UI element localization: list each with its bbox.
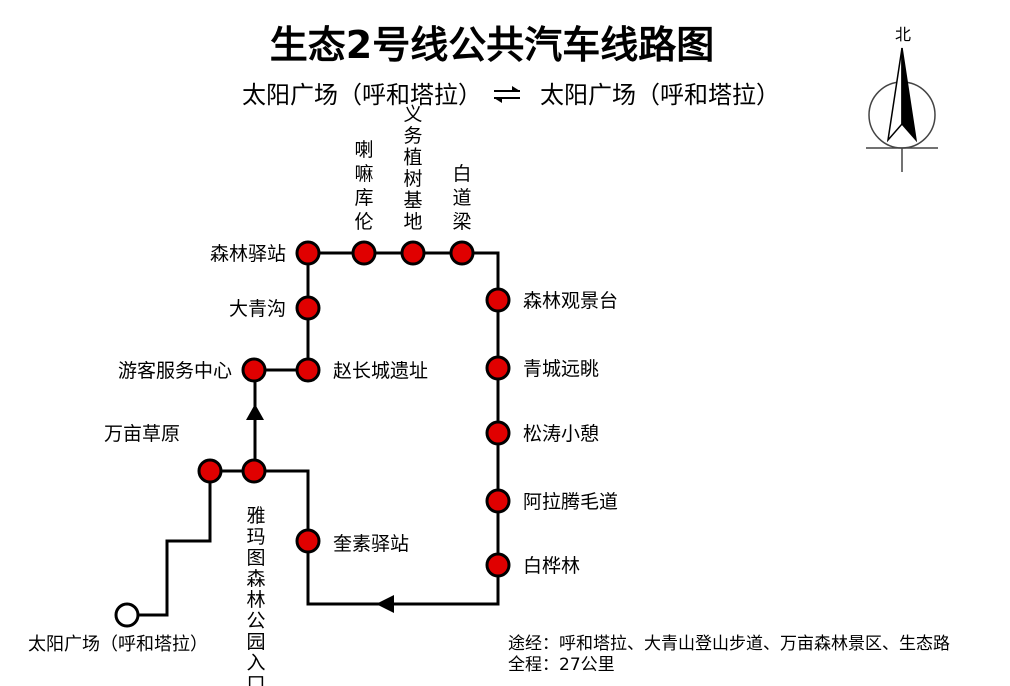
station-marker-da-qing-gou[interactable] (295, 295, 321, 321)
station-label-bai-dao-liang: 白道梁 (452, 163, 471, 233)
station-label-senlin-yizhan: 森林驿站 (210, 243, 286, 265)
station-marker-yamatu-park-entrance[interactable] (241, 458, 267, 484)
station-label-qingcheng-yuantiao: 青城远眺 (523, 358, 599, 380)
route-distance-text: 全程：27公里 (508, 655, 615, 675)
station-marker-senlin-guanjingtai[interactable] (485, 287, 511, 313)
station-label-wanmu-caoyuan: 万亩草原 (104, 423, 180, 445)
station-label-bai-hua-lin: 白桦林 (523, 555, 580, 577)
station-label-zhao-changcheng: 赵长城遗址 (333, 360, 428, 382)
subtitle-destination: 太阳广场（呼和塔拉） (540, 81, 780, 109)
station-marker-alateng-maodao[interactable] (485, 488, 511, 514)
compass-north-label: 北 (895, 25, 911, 44)
direction-arrow-left-icon (376, 595, 394, 613)
station-marker-senlin-yizhan[interactable] (295, 240, 321, 266)
direction-arrows (246, 404, 394, 613)
direction-arrow-up-icon (246, 404, 264, 420)
station-marker-lama-kulun[interactable] (351, 240, 377, 266)
station-label-lama-kulun: 喇嘛库伦 (354, 139, 373, 233)
north-arrow-icon: 北 (866, 25, 938, 172)
station-label-kuisu-yizhan: 奎素驿站 (333, 533, 409, 555)
map-title: 生态2号线公共汽车线路图 (270, 23, 714, 67)
station-marker-yiwu-zhishu[interactable] (400, 240, 426, 266)
station-marker-bai-dao-liang[interactable] (449, 240, 475, 266)
station-label-senlin-guanjingtai: 森林观景台 (523, 290, 618, 312)
station-labels: 万亩草原 游客服务中心 赵长城遗址 大青沟 森林驿站 森林观景台 青城远眺 松涛… (104, 243, 618, 577)
station-marker-wanmu-caoyuan[interactable] (197, 458, 223, 484)
station-label-youke-fuwu-zhongxin: 游客服务中心 (118, 360, 232, 382)
station-marker-bai-hua-lin[interactable] (485, 552, 511, 578)
terminal-stop-marker[interactable] (114, 602, 140, 628)
terminal-stop-label: 太阳广场（呼和塔拉） (28, 634, 208, 655)
station-label-yiwu-zhishu: 义务植树基地 (403, 104, 422, 234)
station-marker-zhao-changcheng[interactable] (295, 357, 321, 383)
station-label-da-qing-gou: 大青沟 (229, 298, 286, 320)
subtitle-origin: 太阳广场（呼和塔拉） (242, 81, 482, 109)
route-via-text: 途经：呼和塔拉、大青山登山步道、万亩森林景区、生态路 (508, 634, 950, 654)
station-label-yamatu-park-entrance: 雅玛图森林公园入口 (246, 505, 265, 686)
station-marker-songtao-xiaoqi[interactable] (485, 420, 511, 446)
station-marker-kuisu-yizhan[interactable] (295, 528, 321, 554)
bidirectional-arrow-icon (494, 86, 520, 103)
station-marker-youke-fuwu-zhongxin[interactable] (241, 357, 267, 383)
station-label-songtao-xiaoqi: 松涛小憩 (523, 423, 599, 445)
vertical-station-labels: 喇嘛库伦 义务植树基地 白道梁 雅玛图森林公园入口 (246, 104, 471, 686)
station-label-alateng-maodao: 阿拉腾毛道 (523, 491, 618, 513)
station-markers (197, 240, 511, 578)
station-marker-qingcheng-yuantiao[interactable] (485, 355, 511, 381)
